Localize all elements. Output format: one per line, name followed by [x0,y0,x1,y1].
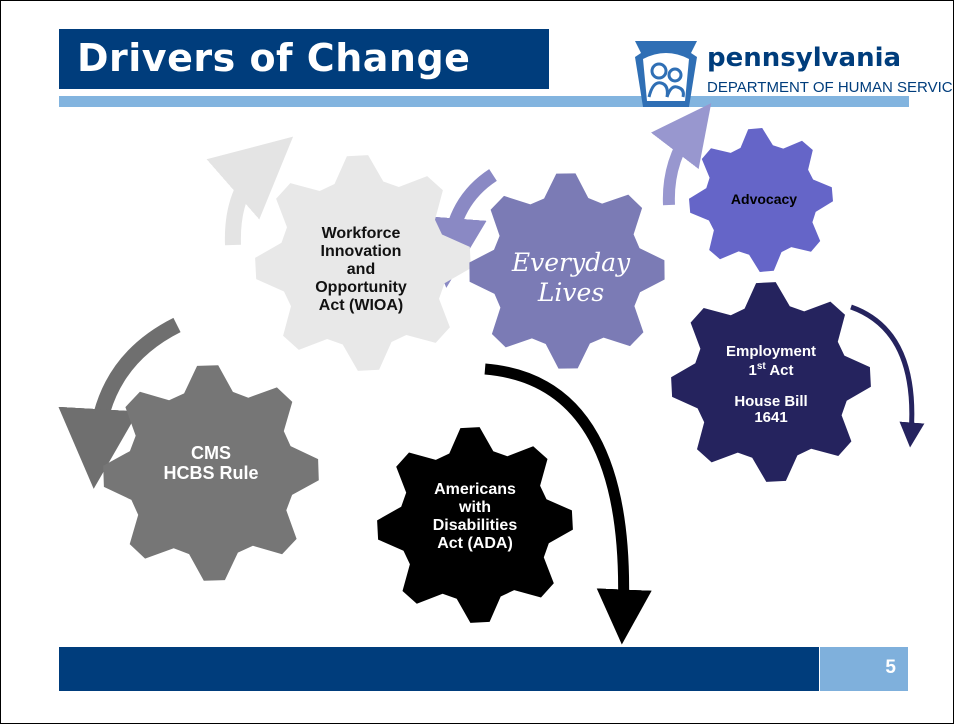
title-underline [59,96,909,107]
arrow-wioa [206,136,294,246]
gear-cms [103,365,319,581]
arrow-advocacy [650,103,712,206]
arrow-cms [58,317,181,489]
gear-label-ada: Americans with Disabilities Act (ADA) [432,481,518,552]
gear-label-employment: Employment 1st Act House Bill 1641 [725,343,816,427]
dhs-logo: pennsylvania DEPARTMENT OF HUMAN SERVICE… [631,37,953,113]
gear-advocacy [689,128,833,272]
title-bar: Drivers of Change [59,29,549,89]
page-number: 5 [885,657,896,678]
arrow-employment [850,304,925,448]
gear-everyday-lives [469,173,665,369]
footer-bar [59,647,819,691]
gear-label-advocacy: Advocacy [730,191,798,207]
gear-employment [671,282,871,482]
gear-label-everyday-lives: Everyday Lives [511,248,631,307]
arrow-ada [484,363,652,645]
gear-wioa [255,155,471,371]
gear-label-wioa: Workforce Innovation and Opportunity Act… [315,225,407,314]
logo-wordmark: pennsylvania [707,43,902,73]
logo-subtitle: DEPARTMENT OF HUMAN SERVICES [707,79,954,96]
keystone-family-icon [635,41,697,107]
page-number-box: 5 [820,647,908,691]
gear-label-cms: CMS HCBS Rule [163,443,259,484]
gear-ada [377,427,573,623]
slide-title: Drivers of Change [77,36,471,80]
